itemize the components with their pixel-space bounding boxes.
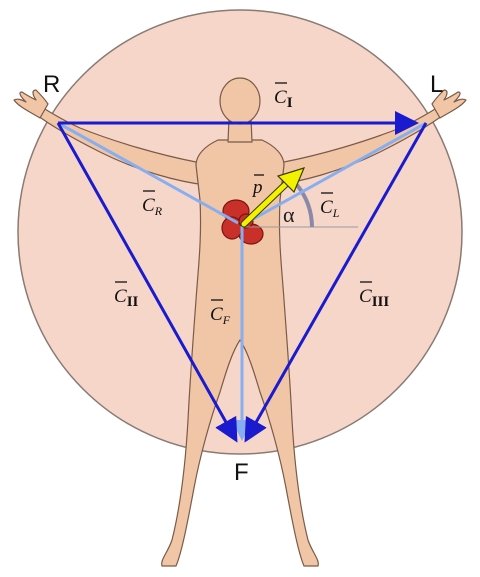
lead-l-sub: L — [332, 206, 340, 220]
lead-f-sub: F — [222, 313, 231, 327]
angle-label: α — [283, 202, 295, 227]
vector-label: p — [251, 175, 264, 198]
lead-r-symbol: C — [142, 195, 155, 216]
vector-symbol: p — [251, 177, 263, 198]
lead-ii-sub: II — [127, 294, 139, 310]
corner-label-r: R — [43, 71, 60, 98]
lead-f-symbol: C — [210, 304, 223, 325]
lead-i-sub: I — [287, 95, 293, 111]
lead-ii-symbol: C — [114, 286, 127, 307]
lead-iii-sub: III — [372, 294, 390, 310]
corner-label-f: F — [234, 459, 249, 486]
lead-r-sub: R — [154, 204, 163, 218]
lead-i-symbol: C — [274, 87, 287, 108]
lead-l-symbol: C — [320, 197, 333, 218]
corner-label-l: L — [430, 71, 443, 98]
lead-iii-symbol: C — [359, 286, 372, 307]
